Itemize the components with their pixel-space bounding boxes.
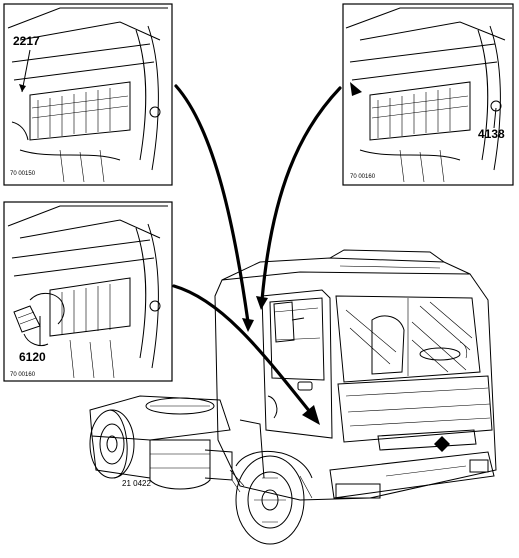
truck-illustration: [89, 249, 497, 545]
arrow-from-top-right: [260, 86, 342, 302]
figure-ref: 21 0422: [122, 479, 151, 488]
arrow-from-middle-left: [172, 284, 312, 414]
panel-middle-left: 6120 70 00160: [3, 201, 173, 382]
panel-ref-top-left: 70 00150: [10, 171, 36, 177]
panel-ref-middle-left: 70 00160: [10, 372, 36, 378]
arrow-from-top-left: [174, 84, 250, 324]
arrow-from-middle-left-head: [302, 405, 320, 425]
arrow-from-top-left-head: [242, 318, 254, 332]
callout-2217: 2217: [13, 34, 40, 48]
panel-ref-top-right: 70 00160: [350, 174, 376, 180]
panel-top-left-drawing: [7, 7, 168, 183]
panel-top-right-drawing: [345, 7, 512, 183]
panel-top-left: 2217 70 00150: [3, 3, 173, 186]
panel-top-right: 4138 70 00160: [342, 3, 514, 186]
pointer-arrows: [172, 84, 342, 425]
callout-6120: 6120: [19, 350, 46, 364]
callout-4138: 4138: [478, 127, 505, 141]
brand-logo: [434, 436, 450, 452]
panel-middle-left-drawing: [7, 205, 168, 379]
